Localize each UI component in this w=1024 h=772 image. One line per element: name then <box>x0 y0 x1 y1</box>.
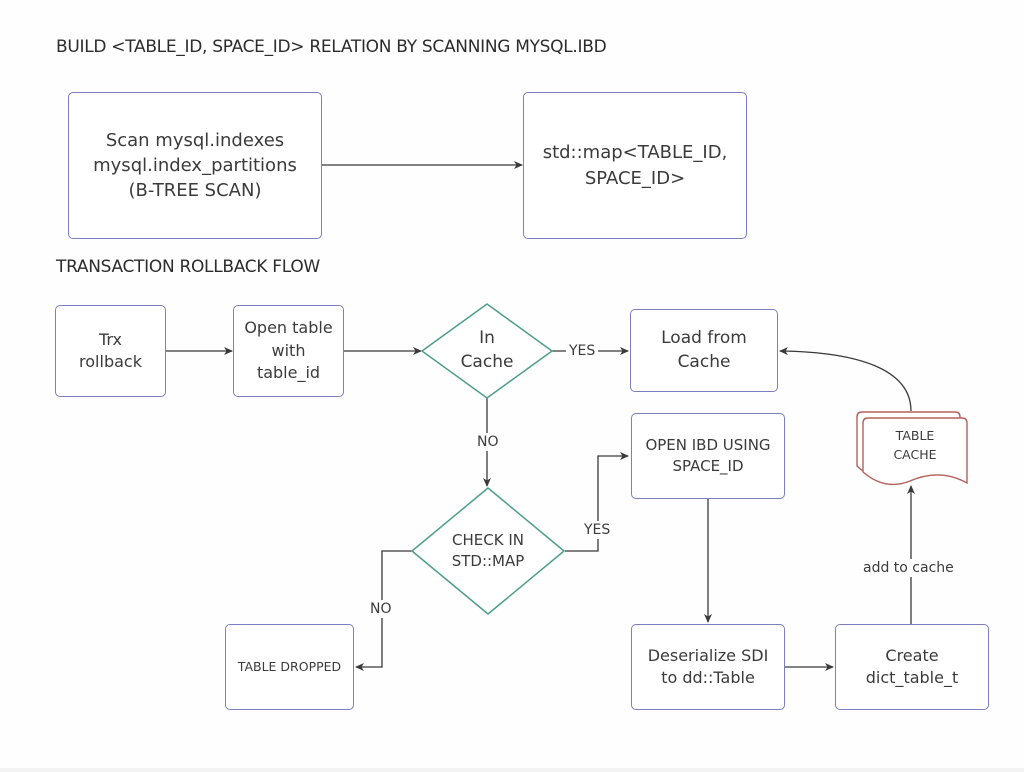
node-create-dict-table[interactable]: Create dict_table_t <box>835 624 989 710</box>
decision-in-cache-shape[interactable] <box>421 303 553 399</box>
node-table-dropped[interactable]: TABLE DROPPED <box>225 624 354 710</box>
node-std-map-label: std::map<TABLE_ID, SPACE_ID> <box>542 142 728 189</box>
node-std-map[interactable]: std::map<TABLE_ID, SPACE_ID> <box>523 92 747 239</box>
node-open-ibd[interactable]: OPEN IBD USING SPACE_ID <box>631 413 785 499</box>
node-load-from-cache[interactable]: Load from Cache <box>630 309 778 392</box>
node-trx-rollback[interactable]: Trx rollback <box>55 305 166 397</box>
edge-label-in-cache-yes: YES <box>566 344 599 358</box>
node-deserialize-sdi-label: Deserialize SDI to dd::Table <box>647 645 769 687</box>
node-open-table[interactable]: Open table with table_id <box>233 305 344 397</box>
decision-check-map-shape[interactable] <box>411 487 565 615</box>
edge-check-map-yes <box>565 452 629 552</box>
edge-label-in-cache-no: NO <box>477 433 499 451</box>
node-trx-rollback-label: Trx rollback <box>79 329 142 371</box>
bottom-edge <box>0 768 1024 772</box>
edge-cache-to-load <box>779 347 912 412</box>
edge-label-add-to-cache: add to cache <box>862 559 955 577</box>
table-cache-shape[interactable] <box>856 411 968 486</box>
section-heading-rollback-flow: TRANSACTION ROLLBACK FLOW <box>56 257 320 277</box>
node-open-table-label: Open table with table_id <box>244 318 333 383</box>
node-create-dict-table-label: Create dict_table_t <box>865 645 959 687</box>
node-load-from-cache-label: Load from Cache <box>661 327 747 372</box>
edge-label-check-map-no: NO <box>370 600 392 618</box>
node-deserialize-sdi[interactable]: Deserialize SDI to dd::Table <box>631 624 785 710</box>
section-heading-build-relation: BUILD <TABLE_ID, SPACE_ID> RELATION BY S… <box>56 37 607 57</box>
edge-label-check-map-yes: YES <box>584 521 611 539</box>
node-open-ibd-label: OPEN IBD USING SPACE_ID <box>645 436 771 475</box>
node-table-dropped-label: TABLE DROPPED <box>237 659 342 675</box>
node-scan-indexes[interactable]: Scan mysql.indexes mysql.index_partition… <box>68 92 322 239</box>
node-scan-indexes-label: Scan mysql.indexes mysql.index_partition… <box>93 129 297 202</box>
